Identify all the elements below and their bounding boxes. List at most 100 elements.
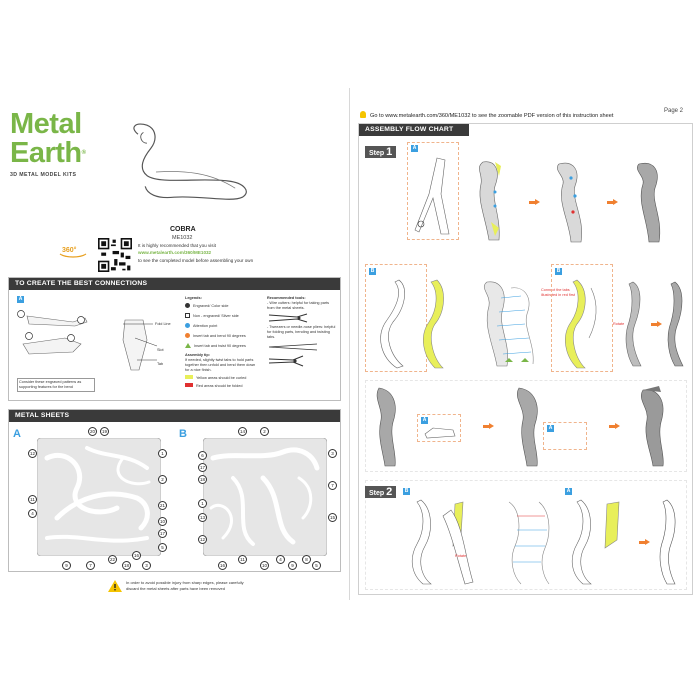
sheet-b-part-number: 5 (312, 561, 321, 570)
sheet-a-part-number: 17 (158, 529, 167, 538)
engraved-pattern-note: Consider these engraved patterns as supp… (17, 378, 95, 392)
tool-tweezers: - Tweezers or needle-nose pliers: helpfu… (267, 325, 336, 339)
page-divider (349, 88, 350, 600)
curl-note: Yellow areas should be curled (185, 375, 259, 381)
step1-tag-a-2: A (421, 417, 428, 424)
step2-tag-b: B (403, 488, 410, 495)
brand-name-line1: Metal (10, 108, 82, 140)
step1-result-2 (667, 281, 684, 367)
slot-label: Slot (157, 348, 164, 352)
legends-section: Legends: Engraved/ Color side Non - engr… (185, 296, 259, 389)
tools-title: Recommended tools: (267, 296, 306, 300)
sheet-a-part-number: 1 (158, 449, 167, 458)
red-swatch (185, 383, 193, 387)
attention-point-icon (185, 323, 190, 328)
sheet-a-label: A (13, 428, 21, 440)
step1-frame-1 (407, 142, 459, 240)
sheet-a-part-number: 10 (158, 517, 167, 526)
legend-attention: Attention point (185, 323, 259, 329)
connect-red-tabs-note: Connect the tabs illustrated in red firs… (541, 288, 575, 297)
sheet-a-part-number: 21 (158, 501, 167, 510)
sheet-a-part-number: 20 (88, 427, 97, 436)
step1-part-b-flat (380, 279, 405, 369)
sheet-b-label: B (179, 428, 187, 440)
step1-part-flat (414, 157, 450, 235)
sheet-b-part-number: 3 (328, 449, 337, 458)
step1-part-curled (423, 279, 444, 369)
warning-line-2: discard the metal sheets after parts hav… (126, 586, 225, 591)
qr-link[interactable]: www.metalearth.com/360/ME1032 (138, 250, 212, 256)
step-2-badge: Step 2 (365, 486, 397, 498)
step-1-badge: Step 1 (365, 146, 397, 158)
step1-result-1 (637, 162, 661, 243)
step1-tag-b-1: B (369, 268, 376, 275)
tweezers-icon (268, 343, 318, 351)
page-number: Page 2 (664, 108, 684, 114)
sheet-a-part-number: 22 (108, 555, 117, 564)
twist-tab-icon (185, 343, 191, 348)
sheet-a-part-number: 5 (158, 543, 167, 552)
lightbulb-icon (360, 111, 366, 118)
flow-chart-title: ASSEMBLY FLOW CHART (359, 124, 469, 136)
rotate-note-2: Rotate (455, 554, 467, 558)
assembly-tip-text: If needed, slightly twist tabs to hold p… (185, 358, 256, 372)
qr-instructions: It is highly recommended that you visit … (138, 242, 253, 264)
step1-part-assembled (557, 162, 583, 243)
step1-frame-4 (365, 380, 687, 472)
sheet-b-part-number: 6 (198, 451, 207, 460)
step2-tag-a: A (565, 488, 572, 495)
qr-code[interactable] (98, 238, 132, 272)
model-name: COBRA (170, 226, 196, 233)
bend-example-illustration (17, 310, 88, 355)
step2-connecting (508, 501, 550, 585)
step2-result (659, 499, 676, 585)
sheet-b-part-number: 2 (260, 427, 269, 436)
pliers-icon (268, 355, 304, 367)
step1-part-b-yellow (565, 279, 597, 369)
brand-name-line2: Earth (10, 137, 82, 169)
step1-arrow-3 (651, 321, 662, 327)
step2-frame (365, 480, 687, 590)
qr-line-1: It is highly recommended that you visit (138, 243, 216, 248)
yellow-swatch (185, 375, 193, 379)
step1-arrow-5 (609, 423, 620, 429)
step1-head-piece (424, 427, 456, 439)
sheet-b-part-number: 13 (198, 513, 207, 522)
metal-sheet-b (203, 438, 327, 556)
sheet-a-part-number: 12 (28, 449, 37, 458)
step1-small-part-frame (417, 414, 461, 442)
legend-silver: Non - engraved/ Silver side (185, 313, 259, 319)
sheet-b-part-number: 11 (238, 555, 247, 564)
metal-sheets-title: METAL SHEETS (9, 410, 340, 422)
legends-title: Legends: (185, 296, 202, 300)
step1-frame-3 (551, 264, 613, 372)
sheet-b-part-number: 9 (288, 561, 297, 570)
svg-text:360°: 360° (62, 246, 77, 254)
metal-sheet-a (37, 438, 161, 556)
cobra-cover-illustration (133, 123, 247, 200)
step1-frame-2 (365, 264, 427, 372)
step1-row3-result (641, 386, 664, 467)
sheet-b-part-number: 4 (276, 555, 285, 564)
sheet-b-part-number: 12 (198, 535, 207, 544)
sheet-b-part-number: 14 (238, 427, 247, 436)
connections-title: TO CREATE THE BEST CONNECTIONS (9, 278, 340, 290)
legend-engraved: Engraved/ Color side (185, 303, 259, 309)
tools-section: Recommended tools: - Wire cutters: helpf… (267, 296, 337, 368)
step1-arrow-2 (607, 199, 618, 205)
part-tag-a: A (17, 296, 24, 303)
step2-part-a (571, 499, 620, 585)
assembly-flow-chart-panel: ASSEMBLY FLOW CHART Step 1 A B C (358, 123, 693, 595)
registered-mark: ® (81, 150, 86, 156)
sheet-a-part-number: 7 (86, 561, 95, 570)
step1-tag-a: A (411, 145, 418, 152)
step1-rotated-part (625, 281, 642, 367)
step1-small-part-frame-2 (543, 422, 587, 450)
sheet-a-part-number: 19 (100, 427, 109, 436)
sheet-b-part-number: 8 (302, 555, 311, 564)
rotate-note-1: Rotate (613, 322, 625, 326)
sheet-a-part-number: 2 (158, 475, 167, 484)
wire-cutters-icon (268, 313, 308, 323)
sheet-b-part-number: 17 (198, 463, 207, 472)
